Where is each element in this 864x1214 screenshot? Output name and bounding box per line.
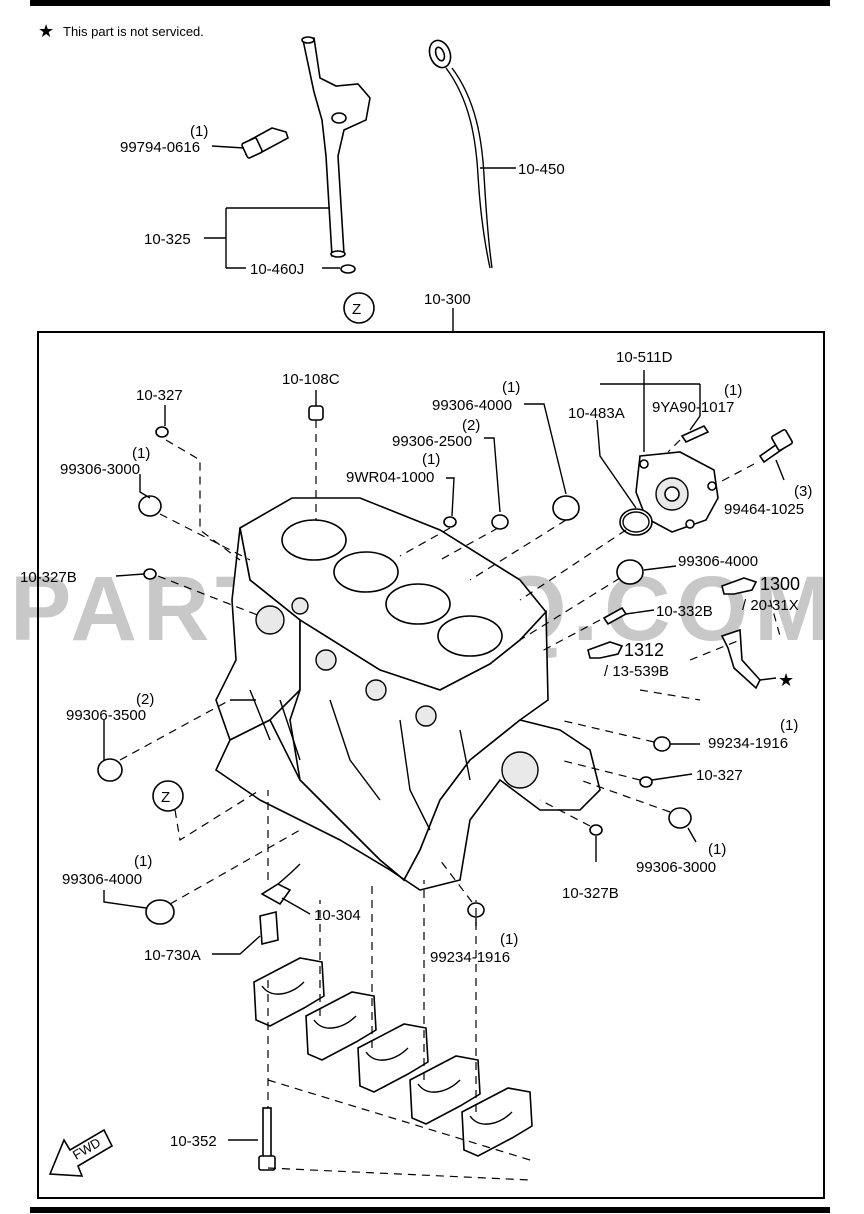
top-rule — [30, 0, 830, 6]
assembly-frame — [37, 331, 825, 1199]
bolt-99794-0616[interactable] — [241, 127, 289, 159]
label-10-327-top: 10-327 — [136, 387, 183, 404]
label-99306-3000-top-qty: (1) — [132, 445, 150, 462]
ref-1300: 1300 — [760, 574, 800, 594]
plug-99306-4000-top[interactable] — [552, 495, 580, 521]
dowel-10-108C[interactable] — [308, 405, 324, 421]
label-99234-1916-bottom: 99234-1916 — [430, 949, 510, 966]
label-99234-right-qty: (1) — [780, 717, 798, 734]
z-mid-label: Z — [161, 789, 170, 806]
plug-10-327B-bottom[interactable] — [589, 824, 603, 836]
main-bearing-caps[interactable] — [253, 957, 533, 1157]
plug-10-327B-left[interactable] — [143, 568, 157, 580]
note-text: This part is not serviced. — [63, 24, 204, 39]
label-99306-4000-right: 99306-4000 — [678, 553, 758, 570]
note-star: ★ — [38, 21, 54, 41]
label-9WR04-1000: 9WR04-1000 — [346, 469, 434, 486]
label-99464-qty: (3) — [794, 483, 812, 500]
label-99306-2500: 99306-2500 — [392, 433, 472, 450]
fwd-arrow-icon: FWD — [48, 1128, 114, 1177]
label-99306-3000-right-qty: (1) — [708, 841, 726, 858]
label-10-730A: 10-730A — [144, 947, 201, 964]
ref-1312: 1312 — [624, 640, 664, 660]
plug-99306-2500[interactable] — [491, 514, 509, 530]
label-10-327B-left: 10-327B — [20, 569, 77, 586]
label-10-511D: 10-511D — [616, 349, 673, 366]
plug-99306-4000-bottom[interactable] — [145, 899, 175, 925]
leader-lines — [103, 370, 785, 1141]
label-99234-bottom-qty: (1) — [500, 931, 518, 948]
label-10-483A: 10-483A — [568, 405, 625, 422]
label-10-327-right: 10-327 — [696, 767, 743, 784]
label-99794-qty: (1) — [190, 123, 208, 140]
bolt-99464-1025[interactable] — [758, 429, 793, 464]
label-99306-4000-bottom-qty: (1) — [134, 853, 152, 870]
z-marker-top — [343, 292, 375, 324]
label-99306-3500: 99306-3500 — [66, 707, 146, 724]
label-10-450: 10-450 — [518, 161, 565, 178]
label-10-327B-bottom: 10-327B — [562, 885, 619, 902]
plug-99306-3000-right[interactable] — [668, 807, 692, 829]
star-not-serviced: ★ — [778, 670, 794, 690]
oil-filler-pipe[interactable] — [301, 36, 371, 258]
water-pipe-fitting[interactable] — [720, 628, 761, 690]
rear-cover-10-511D[interactable] — [635, 451, 719, 533]
plug-9WR04-1000[interactable] — [443, 516, 457, 528]
label-10-352: 10-352 — [170, 1133, 217, 1150]
label-99794-0616: 99794-0616 — [120, 139, 200, 156]
label-99306-3000-top: 99306-3000 — [60, 461, 140, 478]
plug-99234-1916-right[interactable] — [653, 736, 671, 752]
drain-plug-10-730A[interactable] — [259, 910, 279, 946]
label-10-108C: 10-108C — [282, 371, 340, 388]
label-10-304: 10-304 — [314, 907, 361, 924]
plug-10-327-right[interactable] — [639, 776, 653, 788]
o-ring-10-460J[interactable] — [340, 264, 356, 274]
z-top-label: Z — [352, 301, 361, 318]
plug-99306-3000-top[interactable] — [138, 495, 162, 517]
pointing-hand-icon-1312 — [587, 641, 624, 659]
label-10-300: 10-300 — [424, 291, 471, 308]
plug-10-327-top[interactable] — [155, 426, 169, 438]
label-99306-4000-top: 99306-4000 — [432, 397, 512, 414]
bolt-10-352[interactable] — [258, 1107, 276, 1171]
z-marker-mid — [152, 780, 184, 812]
ref-13-539B: / 13-539B — [604, 663, 669, 680]
label-9YA90-qty: (1) — [724, 382, 742, 399]
label-99306-3000-right: 99306-3000 — [636, 859, 716, 876]
bottom-rule — [30, 1207, 830, 1213]
plug-99306-3500[interactable] — [97, 758, 123, 782]
label-99306-2500-qty: (2) — [462, 417, 480, 434]
label-99464-1025: 99464-1025 — [724, 501, 804, 518]
pointing-hand-icon-1300 — [721, 577, 758, 595]
dipstick[interactable] — [426, 37, 493, 269]
label-99306-3500-qty: (2) — [136, 691, 154, 708]
label-9WR04-qty: (1) — [422, 451, 440, 468]
label-99306-4000-top-qty: (1) — [502, 379, 520, 396]
plug-99306-4000-right[interactable] — [616, 559, 644, 585]
label-99306-4000-bottom: 99306-4000 — [62, 871, 142, 888]
label-9YA90-1017: 9YA90-1017 — [652, 399, 734, 416]
pin-9YA90-1017[interactable] — [680, 424, 710, 444]
centerlines — [119, 420, 781, 1181]
o-ring-10-483A[interactable] — [619, 508, 653, 536]
label-10-325: 10-325 — [144, 231, 191, 248]
label-99234-1916-right: 99234-1916 — [708, 735, 788, 752]
oil-jet-10-304[interactable] — [260, 863, 301, 906]
label-10-332B: 10-332B — [656, 603, 713, 620]
cylinder-block[interactable] — [214, 497, 601, 891]
label-10-460J: 10-460J — [250, 261, 304, 278]
ref-20-31X: / 20-31X — [742, 597, 799, 614]
